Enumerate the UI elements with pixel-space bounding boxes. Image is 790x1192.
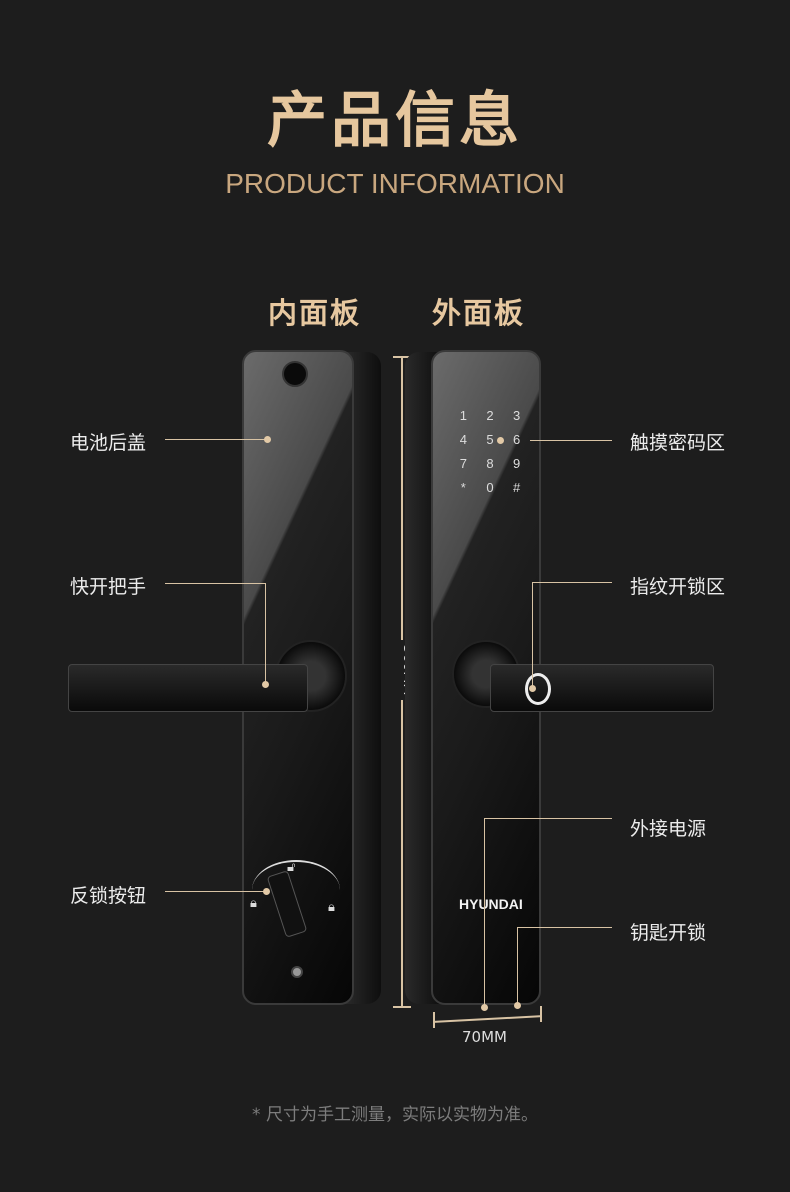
key-0[interactable]: 0 xyxy=(486,480,494,495)
callout-dot xyxy=(497,437,504,444)
dimension-cap xyxy=(540,1006,542,1022)
lock-icon: 🔒︎ xyxy=(250,896,257,911)
keypad[interactable]: 1 2 3 4 5 6 7 8 9 * 0 # xyxy=(450,408,530,495)
key-2[interactable]: 2 xyxy=(486,408,494,423)
callout-line xyxy=(532,582,533,688)
knob-cap-icon xyxy=(282,361,308,387)
label-lock-knob: 反锁按钮 xyxy=(70,885,147,907)
callout-dot xyxy=(264,436,271,443)
footnote: * 尺寸为手工测量，实际以实物为准。 xyxy=(252,1105,538,1125)
callout-line xyxy=(484,818,612,819)
unlock-icon: 🔓︎ xyxy=(287,860,296,875)
label-battery-cover: 电池后盖 xyxy=(70,432,147,454)
page-title: 产品信息 xyxy=(267,86,523,156)
label-quick-handle: 快开把手 xyxy=(70,576,147,598)
callout-line xyxy=(532,582,612,583)
fingerprint-sensor-icon[interactable] xyxy=(525,673,551,705)
callout-line xyxy=(530,440,612,441)
callout-dot xyxy=(514,1002,521,1009)
key-9[interactable]: 9 xyxy=(513,456,521,471)
inner-panel-title: 内面板 xyxy=(268,296,362,330)
outer-handle xyxy=(490,664,714,712)
label-external-power: 外接电源 xyxy=(630,818,707,840)
callout-line xyxy=(165,583,266,584)
key-star[interactable]: * xyxy=(460,480,466,495)
callout-line xyxy=(265,583,266,683)
key-7[interactable]: 7 xyxy=(459,456,467,471)
key-4[interactable]: 4 xyxy=(459,432,467,447)
page-subtitle: PRODUCT INFORMATION xyxy=(225,168,565,199)
callout-dot xyxy=(262,681,269,688)
screw-icon xyxy=(291,966,303,978)
key-hash[interactable]: # xyxy=(513,480,521,495)
brand-logo: HYUNDAI xyxy=(459,896,523,912)
label-touch-keypad: 触摸密码区 xyxy=(630,432,726,454)
callout-line xyxy=(165,439,267,440)
dimension-cap xyxy=(393,356,411,358)
key-3[interactable]: 3 xyxy=(513,408,521,423)
key-8[interactable]: 8 xyxy=(486,456,494,471)
callout-line xyxy=(165,891,265,892)
width-dimension: 70MM xyxy=(462,1028,507,1046)
callout-dot xyxy=(481,1004,488,1011)
lock-arc xyxy=(252,860,340,920)
inner-handle xyxy=(68,664,308,712)
callout-dot xyxy=(529,685,536,692)
lock-icon: 🔒︎ xyxy=(328,900,335,915)
callout-line xyxy=(517,927,518,1004)
callout-line xyxy=(484,818,485,1006)
callout-line xyxy=(517,927,612,928)
key-6[interactable]: 6 xyxy=(513,432,521,447)
key-1[interactable]: 1 xyxy=(459,408,467,423)
dimension-cap xyxy=(433,1012,435,1028)
label-key-unlock: 钥匙开锁 xyxy=(630,922,707,944)
dimension-cap xyxy=(393,1006,411,1008)
callout-dot xyxy=(263,888,270,895)
key-5[interactable]: 5 xyxy=(486,432,494,447)
outer-panel-title: 外面板 xyxy=(432,296,526,330)
label-fingerprint: 指纹开锁区 xyxy=(630,576,726,598)
width-dimension-line xyxy=(434,1015,542,1023)
